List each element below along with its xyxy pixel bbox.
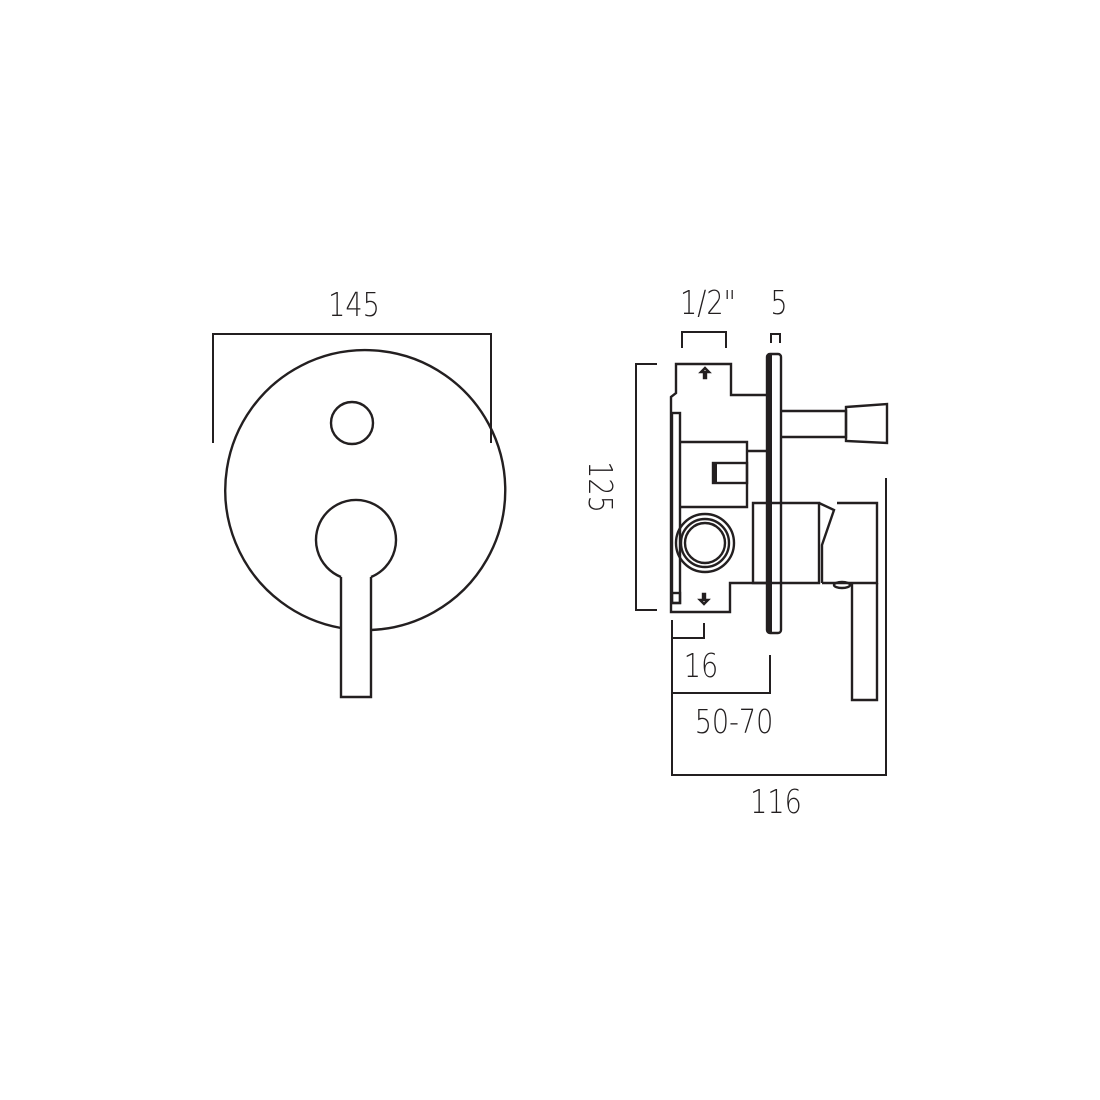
lever-hub [314,498,398,579]
body-tab [670,591,682,605]
diverter-knob-side [844,402,889,445]
inlet-label: 1/2" [680,284,736,322]
front-view: 145 [212,286,507,699]
inlet-outer [674,512,736,574]
offset-line [672,623,705,639]
width-dimension-line [212,333,492,443]
lever-handle-side [850,583,879,702]
height-label: 125 [580,461,618,513]
diverter-stem [781,409,848,439]
total-depth-line [671,478,887,776]
plate-shade [767,354,772,633]
inlet-inner [683,521,727,565]
valve-body [669,362,767,614]
body-strip [670,411,682,605]
lever-neck [818,501,836,583]
slot-shade [713,463,717,483]
side-view: 125 1/2" 5 16 50-70 [580,284,889,822]
height-dimension-line [635,363,657,611]
lever-body [751,501,821,585]
total-depth-label: 116 [750,783,802,821]
body-slot [711,461,749,485]
lever-head [822,501,879,585]
lever-screw [832,580,852,590]
arrow-up-icon [698,366,712,380]
wall-depth-label: 50-70 [695,703,774,741]
inlet-dimension-line [681,331,727,348]
diverter-knob [329,400,375,446]
arrow-down-icon [697,592,711,606]
lever-handle [339,577,373,699]
cover-plate [224,348,507,632]
inlet-middle [679,517,731,569]
plate-label: 5 [770,284,787,322]
plate-dimension-line [770,333,781,343]
wall-depth-line [672,655,771,694]
width-label: 145 [328,286,380,324]
offset-label: 16 [684,647,718,685]
